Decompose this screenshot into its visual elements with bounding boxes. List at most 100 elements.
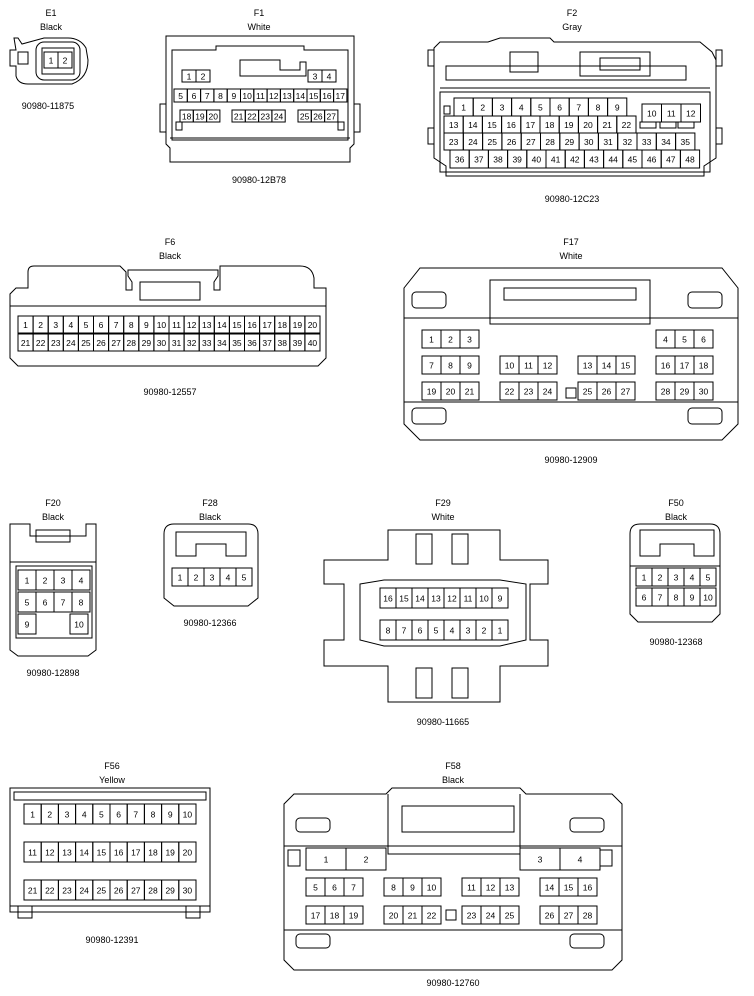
f28-title: F28	[202, 498, 218, 508]
f6-pin-cell	[304, 315, 321, 334]
f1-pin-1: 1	[187, 72, 192, 82]
f17-pin-23: 23	[524, 387, 534, 397]
f17-pin-cell	[459, 355, 480, 375]
f56-pin-17: 17	[131, 848, 141, 858]
f58-pin-21: 21	[408, 911, 418, 921]
f2-pin-34: 34	[661, 137, 671, 147]
f6-pin-4: 4	[68, 320, 73, 330]
f6-pin-15: 15	[232, 320, 242, 330]
f20-color: Black	[41, 512, 65, 522]
f58-pin-10: 10	[427, 883, 437, 893]
f56-pin-5: 5	[99, 810, 104, 820]
f50-pin-3: 3	[674, 573, 679, 583]
f17-pin-26: 26	[602, 387, 612, 397]
f1-pin-8: 8	[218, 91, 223, 101]
f17-pin-29: 29	[680, 387, 690, 397]
f28-part-number: 90980-12366	[183, 618, 237, 628]
f2-pin-42: 42	[570, 155, 580, 165]
f20-pin-cell	[17, 613, 37, 635]
f58-pin-9: 9	[410, 883, 415, 893]
f17-pin-1: 1	[429, 335, 434, 345]
f58-pin-cell	[421, 905, 442, 925]
f17-pin-30: 30	[699, 387, 709, 397]
f6-pin-29: 29	[142, 338, 152, 348]
f6-color: Black	[158, 251, 182, 261]
f6-pin-36: 36	[247, 338, 257, 348]
e1-part-number: 90980-11875	[21, 101, 75, 111]
f1-pin-22: 22	[247, 112, 257, 122]
f2-pin-17: 17	[526, 120, 536, 130]
f56-pin-1: 1	[30, 810, 35, 820]
f17-pin-20: 20	[446, 387, 456, 397]
f1-pin-5: 5	[178, 91, 183, 101]
f56-pin-11: 11	[28, 848, 37, 858]
f1-pin-7: 7	[205, 91, 210, 101]
f2-pin-24: 24	[468, 137, 478, 147]
f6-part-number: 90980-12557	[143, 387, 197, 397]
f29-pin-16: 16	[383, 594, 393, 604]
f6-pin-27: 27	[111, 338, 121, 348]
f2-pin-7: 7	[576, 103, 581, 113]
f58-pin-20: 20	[389, 911, 399, 921]
f58-pin-15: 15	[564, 883, 574, 893]
f6-pin-38: 38	[278, 338, 288, 348]
f17-part-number: 90980-12909	[544, 455, 598, 465]
f6-pin-14: 14	[217, 320, 227, 330]
f2-pin-8: 8	[596, 103, 601, 113]
f6-pin-7: 7	[114, 320, 119, 330]
f2-pin-28: 28	[545, 137, 555, 147]
f17-pin-cell	[693, 381, 714, 401]
f50-pin-10: 10	[703, 593, 713, 603]
f50-title: F50	[668, 498, 684, 508]
f6-pin-22: 22	[36, 338, 46, 348]
f29-pin-15: 15	[399, 594, 409, 604]
f2-pin-33: 33	[642, 137, 652, 147]
f2-pin-14: 14	[468, 120, 478, 130]
f29-pin-5: 5	[434, 626, 439, 636]
f50-pin-6: 6	[642, 593, 647, 603]
f29-pin-10: 10	[479, 594, 489, 604]
f56-title: F56	[104, 761, 120, 771]
f2-pin-43: 43	[589, 155, 599, 165]
f2-pin-13: 13	[449, 120, 459, 130]
f17-pin-28: 28	[661, 387, 671, 397]
f29-pin-cell	[491, 587, 509, 609]
f20-pin-10: 10	[74, 620, 84, 630]
f58-pin-18: 18	[330, 911, 340, 921]
f56-pin-8: 8	[151, 810, 156, 820]
f2-pin-12: 12	[686, 109, 696, 119]
f17-pin-12: 12	[543, 361, 553, 371]
f17-pin-10: 10	[505, 361, 515, 371]
f20-pin-cell	[71, 591, 91, 613]
f6-pin-10: 10	[157, 320, 167, 330]
f17-pin-22: 22	[505, 387, 515, 397]
f6-pin-40: 40	[308, 338, 318, 348]
f20-pin-cell	[69, 613, 89, 635]
f17-pin-4: 4	[663, 335, 668, 345]
f6-pin-3: 3	[53, 320, 58, 330]
f50-part-number: 90980-12368	[649, 637, 703, 647]
f56-pin-27: 27	[131, 886, 141, 896]
f28-pin-2: 2	[194, 573, 199, 583]
f1-pin-2: 2	[201, 72, 206, 82]
f58-pin-6: 6	[332, 883, 337, 893]
e1-color: Black	[39, 22, 63, 32]
f28-pin-3: 3	[210, 573, 215, 583]
f2-pin-25: 25	[488, 137, 498, 147]
f20-pin-2: 2	[43, 576, 48, 586]
f17-pin-8: 8	[448, 361, 453, 371]
f1-pin-cell	[333, 88, 348, 103]
f50-pin-8: 8	[674, 593, 679, 603]
f17-pin-16: 16	[661, 361, 671, 371]
f2-pin-10: 10	[647, 109, 657, 119]
f58-pin-1: 1	[324, 855, 329, 865]
f2-pin-5: 5	[538, 103, 543, 113]
f6-pin-2: 2	[38, 320, 43, 330]
f2-pin-20: 20	[583, 120, 593, 130]
f58-pin-12: 12	[486, 883, 496, 893]
f56-pin-4: 4	[82, 810, 87, 820]
